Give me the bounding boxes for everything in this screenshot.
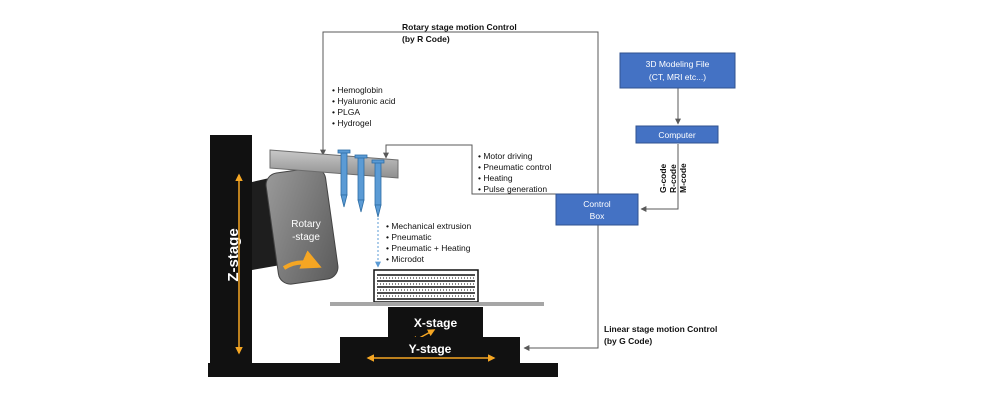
y-stage-label: Y-stage (409, 342, 452, 356)
dispensing-method-item: • Microdot (386, 254, 425, 264)
control-function-item: • Heating (478, 173, 513, 183)
dispensing-method-item: • Pneumatic + Heating (386, 243, 471, 253)
syringe-1 (337, 149, 351, 208)
dispensing-method-item: • Pneumatic (386, 232, 432, 242)
rotation-arrow-icon (282, 250, 322, 270)
materials-list: • Hemoglobin • Hyaluronic acid • PLGA • … (332, 85, 396, 128)
modeling-file-box: 3D Modeling File (CT, MRI etc...) (619, 52, 736, 89)
linear-control-line (523, 225, 599, 351)
control-functions-list: • Motor driving • Pneumatic control • He… (478, 151, 551, 194)
rotary-stage: Rotary -stage (265, 167, 339, 285)
rotary-control-label: Rotary stage motion Control (402, 22, 517, 32)
dispensing-methods-list: • Mechanical extrusion • Pneumatic • Pne… (386, 221, 471, 264)
control-box-title: Control (583, 199, 611, 209)
m-code-label: M-code (678, 163, 688, 193)
machine-base (208, 363, 558, 377)
z-stage-column (210, 135, 252, 363)
control-function-item: • Pneumatic control (478, 162, 551, 172)
r-code-label: R-code (668, 164, 678, 193)
computer-label: Computer (658, 130, 695, 140)
control-function-item: • Motor driving (478, 151, 533, 161)
dispensing-method-item: • Mechanical extrusion (386, 221, 471, 231)
rotary-control-line (320, 31, 599, 194)
code-labels: G-code R-code M-code (658, 163, 688, 193)
modeling-file-title: 3D Modeling File (646, 59, 710, 69)
syringe-2 (354, 154, 368, 213)
computer-to-control-arrow (640, 144, 679, 212)
linear-control-sublabel: (by G Code) (604, 336, 652, 346)
g-code-label: G-code (658, 163, 668, 193)
head-control-line (383, 144, 556, 195)
computer-box: Computer (635, 125, 719, 144)
modeling-file-subtitle: (CT, MRI etc...) (649, 72, 706, 82)
x-stage (388, 307, 483, 337)
control-box-subtitle: Box (590, 211, 605, 221)
material-item: • Hemoglobin (332, 85, 383, 95)
rotary-stage-subtitle: -stage (292, 232, 320, 243)
build-plate (330, 302, 544, 306)
rotary-stage-title: Rotary (291, 219, 320, 230)
control-function-item: • Pulse generation (478, 184, 547, 194)
printed-scaffold (373, 269, 479, 303)
control-box: Control Box (555, 193, 639, 226)
x-stage-label: X-stage (414, 316, 458, 330)
material-item: • PLGA (332, 107, 360, 117)
linear-control-label: Linear stage motion Control (604, 324, 717, 334)
material-item: • Hyaluronic acid (332, 96, 396, 106)
rotary-control-sublabel: (by R Code) (402, 34, 450, 44)
syringe-3 (371, 159, 385, 218)
material-item: • Hydrogel (332, 118, 371, 128)
